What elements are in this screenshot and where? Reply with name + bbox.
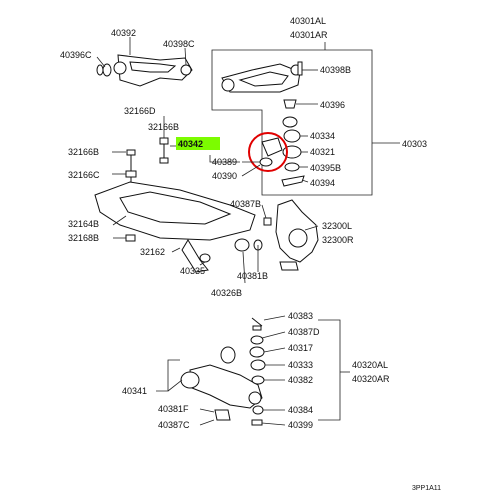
label-40321[interactable]: 40321 bbox=[310, 147, 335, 157]
bushing-40326b-illustration bbox=[234, 238, 263, 262]
steering-knuckle-illustration bbox=[275, 199, 319, 271]
label-40398b[interactable]: 40398B bbox=[320, 65, 351, 75]
label-32168b[interactable]: 32168B bbox=[68, 233, 99, 243]
crossmember-illustration bbox=[94, 181, 256, 273]
label-40389[interactable]: 40389 bbox=[212, 157, 237, 167]
label-40333[interactable]: 40333 bbox=[288, 360, 313, 370]
bushing-40335-illustration bbox=[199, 253, 211, 263]
label-40392[interactable]: 40392 bbox=[111, 28, 136, 38]
washer-40387b-illustration bbox=[263, 217, 272, 226]
label-40335[interactable]: 40335 bbox=[180, 266, 205, 276]
label-40334[interactable]: 40334 bbox=[310, 131, 335, 141]
label-32162[interactable]: 32162 bbox=[140, 247, 165, 257]
label-32166b-top[interactable]: 32166B bbox=[148, 122, 179, 132]
label-40387b[interactable]: 40387B bbox=[230, 199, 261, 209]
label-40381f[interactable]: 40381F bbox=[158, 404, 189, 414]
label-40396c[interactable]: 40396C bbox=[60, 50, 92, 60]
label-40320ar[interactable]: 40320AR bbox=[352, 374, 390, 384]
label-40396[interactable]: 40396 bbox=[320, 100, 345, 110]
upper-arm-group-bracket bbox=[211, 42, 400, 196]
lower-arm-illustration bbox=[180, 346, 263, 421]
right-upper-arm-illustration bbox=[221, 61, 303, 93]
label-40399[interactable]: 40399 bbox=[288, 420, 313, 430]
upper-ball-joint-stack bbox=[281, 99, 305, 187]
bushing-40342-illustration bbox=[259, 137, 283, 167]
label-40382[interactable]: 40382 bbox=[288, 375, 313, 385]
label-40342[interactable]: 40342 bbox=[178, 139, 203, 149]
highlight-circle bbox=[248, 132, 288, 172]
label-32166c[interactable]: 32166C bbox=[68, 170, 100, 180]
label-32166d[interactable]: 32166D bbox=[124, 106, 156, 116]
left-upper-arm-illustration bbox=[96, 54, 193, 87]
lower-ball-joint-stack bbox=[249, 317, 266, 426]
label-40398c[interactable]: 40398C bbox=[163, 39, 195, 49]
label-40383[interactable]: 40383 bbox=[288, 311, 313, 321]
label-40326b[interactable]: 40326B bbox=[211, 288, 242, 298]
label-40320al[interactable]: 40320AL bbox=[352, 360, 388, 370]
label-40341[interactable]: 40341 bbox=[122, 386, 147, 396]
label-40387d[interactable]: 40387D bbox=[288, 327, 320, 337]
leader-lines bbox=[96, 37, 319, 426]
label-32300l[interactable]: 32300L bbox=[322, 221, 352, 231]
label-40303[interactable]: 40303 bbox=[402, 139, 427, 149]
diagram-code: 3PP1A11 bbox=[412, 485, 441, 492]
label-40301ar[interactable]: 40301AR bbox=[290, 30, 328, 40]
label-40301al[interactable]: 40301AL bbox=[290, 16, 326, 26]
label-32166b-left[interactable]: 32166B bbox=[68, 147, 99, 157]
label-40390[interactable]: 40390 bbox=[212, 171, 237, 181]
label-40395b[interactable]: 40395B bbox=[310, 163, 341, 173]
label-40317[interactable]: 40317 bbox=[288, 343, 313, 353]
label-40394[interactable]: 40394 bbox=[310, 178, 335, 188]
label-32164b[interactable]: 32164B bbox=[68, 219, 99, 229]
label-40387c[interactable]: 40387C bbox=[158, 420, 190, 430]
label-40384[interactable]: 40384 bbox=[288, 405, 313, 415]
label-40342-highlight bbox=[176, 137, 220, 150]
label-40381b[interactable]: 40381B bbox=[237, 271, 268, 281]
lower-arm-group-bracket bbox=[318, 319, 350, 421]
label-32300r[interactable]: 32300R bbox=[322, 235, 354, 245]
